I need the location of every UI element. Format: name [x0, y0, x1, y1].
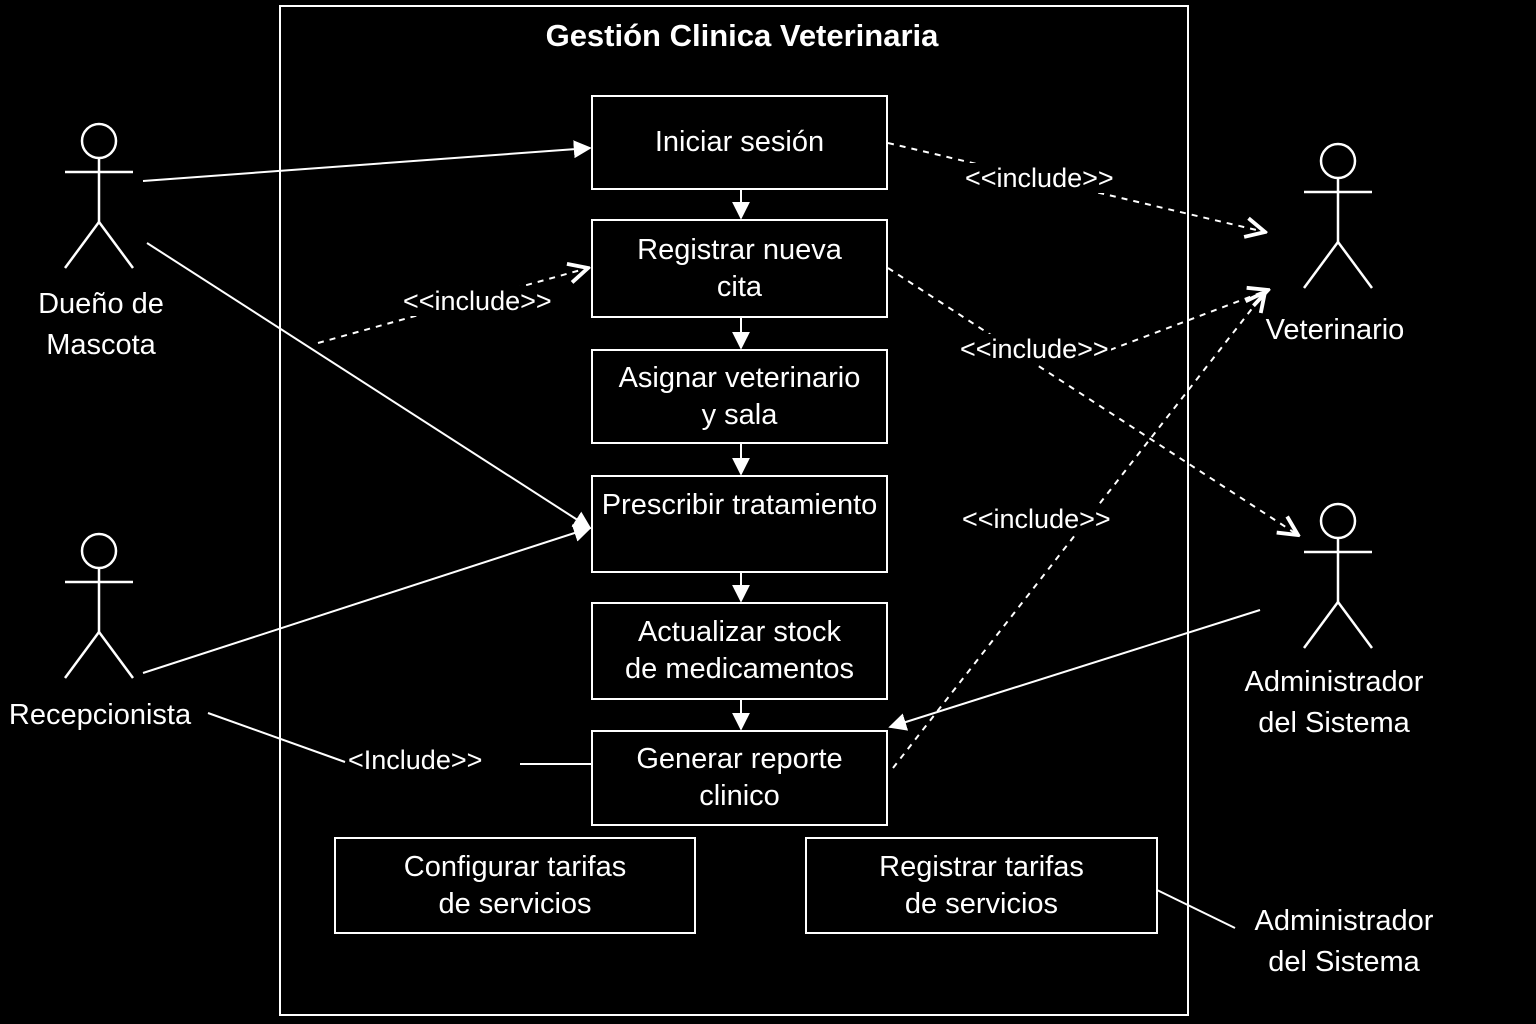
- use-case-generar-reporte: Generar reporte clinico: [591, 730, 888, 826]
- actor-admin-icon: [1302, 502, 1374, 649]
- include-to-veterinario: [1109, 290, 1268, 351]
- actor-veterinario-label: Veterinario: [1265, 314, 1405, 346]
- use-case-asignar-veterinario: Asignar veterinario y sala: [591, 349, 888, 444]
- use-case-actualizar-stock: Actualizar stock de medicamentos: [591, 602, 888, 700]
- include-label-1: <<include>>: [963, 163, 1116, 193]
- actor-admin-2-label: Administrador del Sistema: [1254, 905, 1434, 978]
- use-case-registrar-cita: Registrar nueva cita: [591, 219, 888, 318]
- assoc-recepcionista-prescribir: [142, 524, 592, 674]
- actor-dueno-icon: [63, 122, 135, 269]
- assoc-admin-reporte: [888, 609, 1261, 731]
- actor-recepcionista-label: Recepcionista: [8, 699, 192, 731]
- actor-veterinario-icon: [1302, 142, 1374, 289]
- assoc-recepcionista-reporte: [207, 712, 346, 763]
- include-label-5: <Include>>: [346, 745, 485, 775]
- use-case-prescribir-tratamiento: Prescribir tratamiento: [591, 475, 888, 573]
- actor-admin-label: Administrador del Sistema: [1244, 666, 1424, 739]
- actor-recepcionista-icon: [63, 532, 135, 679]
- include-label-4: <<include>>: [960, 504, 1113, 534]
- system-boundary: [279, 5, 1189, 1016]
- use-case-iniciar-sesion: Iniciar sesión: [591, 95, 888, 190]
- assoc-dueno-iniciar: [142, 140, 592, 182]
- use-case-registrar-tarifas: Registrar tarifas de servicios: [805, 837, 1158, 934]
- include-label-2: <<include>>: [401, 286, 554, 316]
- use-case-configurar-tarifas: Configurar tarifas de servicios: [334, 837, 696, 934]
- assoc-dueno-prescribir: [146, 242, 592, 529]
- assoc-admin2-tarifas: [1156, 889, 1236, 929]
- actor-dueno-label: Dueño de Mascota: [38, 288, 164, 361]
- system-title: Gestión Clinica Veterinaria: [545, 18, 939, 53]
- include-cita-admin: [887, 267, 1298, 535]
- include-label-3: <<include>>: [958, 334, 1111, 364]
- include-dueno-cita: [317, 268, 588, 344]
